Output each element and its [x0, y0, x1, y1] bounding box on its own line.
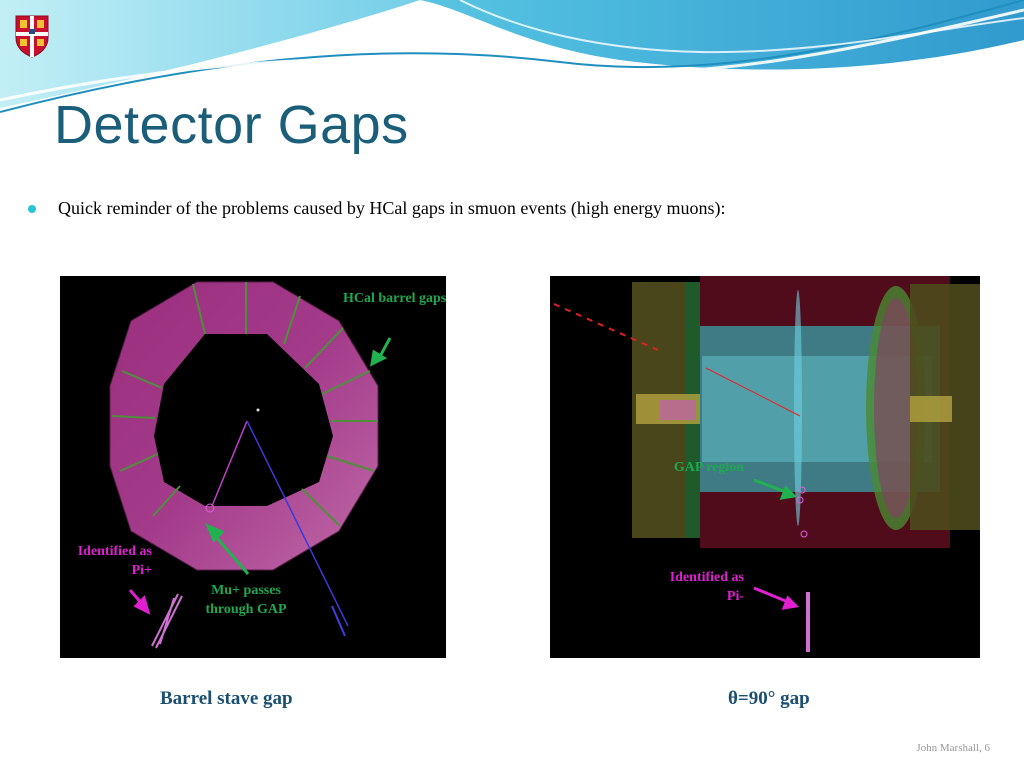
slide-footer: John Marshall, 6 [916, 742, 990, 754]
header-wave-decoration [0, 0, 1024, 113]
theta-90-gap-caption: θ=90° gap [728, 688, 810, 709]
hcal-barrel-gaps-label: HCal barrel gaps [343, 291, 446, 306]
bullet-dot-icon [28, 205, 36, 213]
slide-title: Detector Gaps [54, 95, 409, 155]
detector-side-view-graphic [553, 276, 980, 652]
barrel-stave-gap-caption: Barrel stave gap [160, 688, 293, 709]
gap-region-label: GAP region [673, 460, 744, 475]
identified-pi-minus-label: Identified as Pi- [669, 570, 744, 604]
university-crest-logo [15, 15, 49, 58]
theta-90-event-display: GAP region Identified as Pi- [550, 276, 980, 658]
identified-pi-plus-label: Identified as Pi+ [77, 544, 152, 578]
barrel-event-display: HCal barrel gaps Identified as Pi+ Mu+ p… [60, 276, 446, 658]
barrel-octagon-graphic [109, 281, 392, 649]
mu-passes-through-gap-label: Mu+ passes through GAP [205, 583, 287, 617]
bullet-text: Quick reminder of the problems caused by… [58, 198, 726, 218]
